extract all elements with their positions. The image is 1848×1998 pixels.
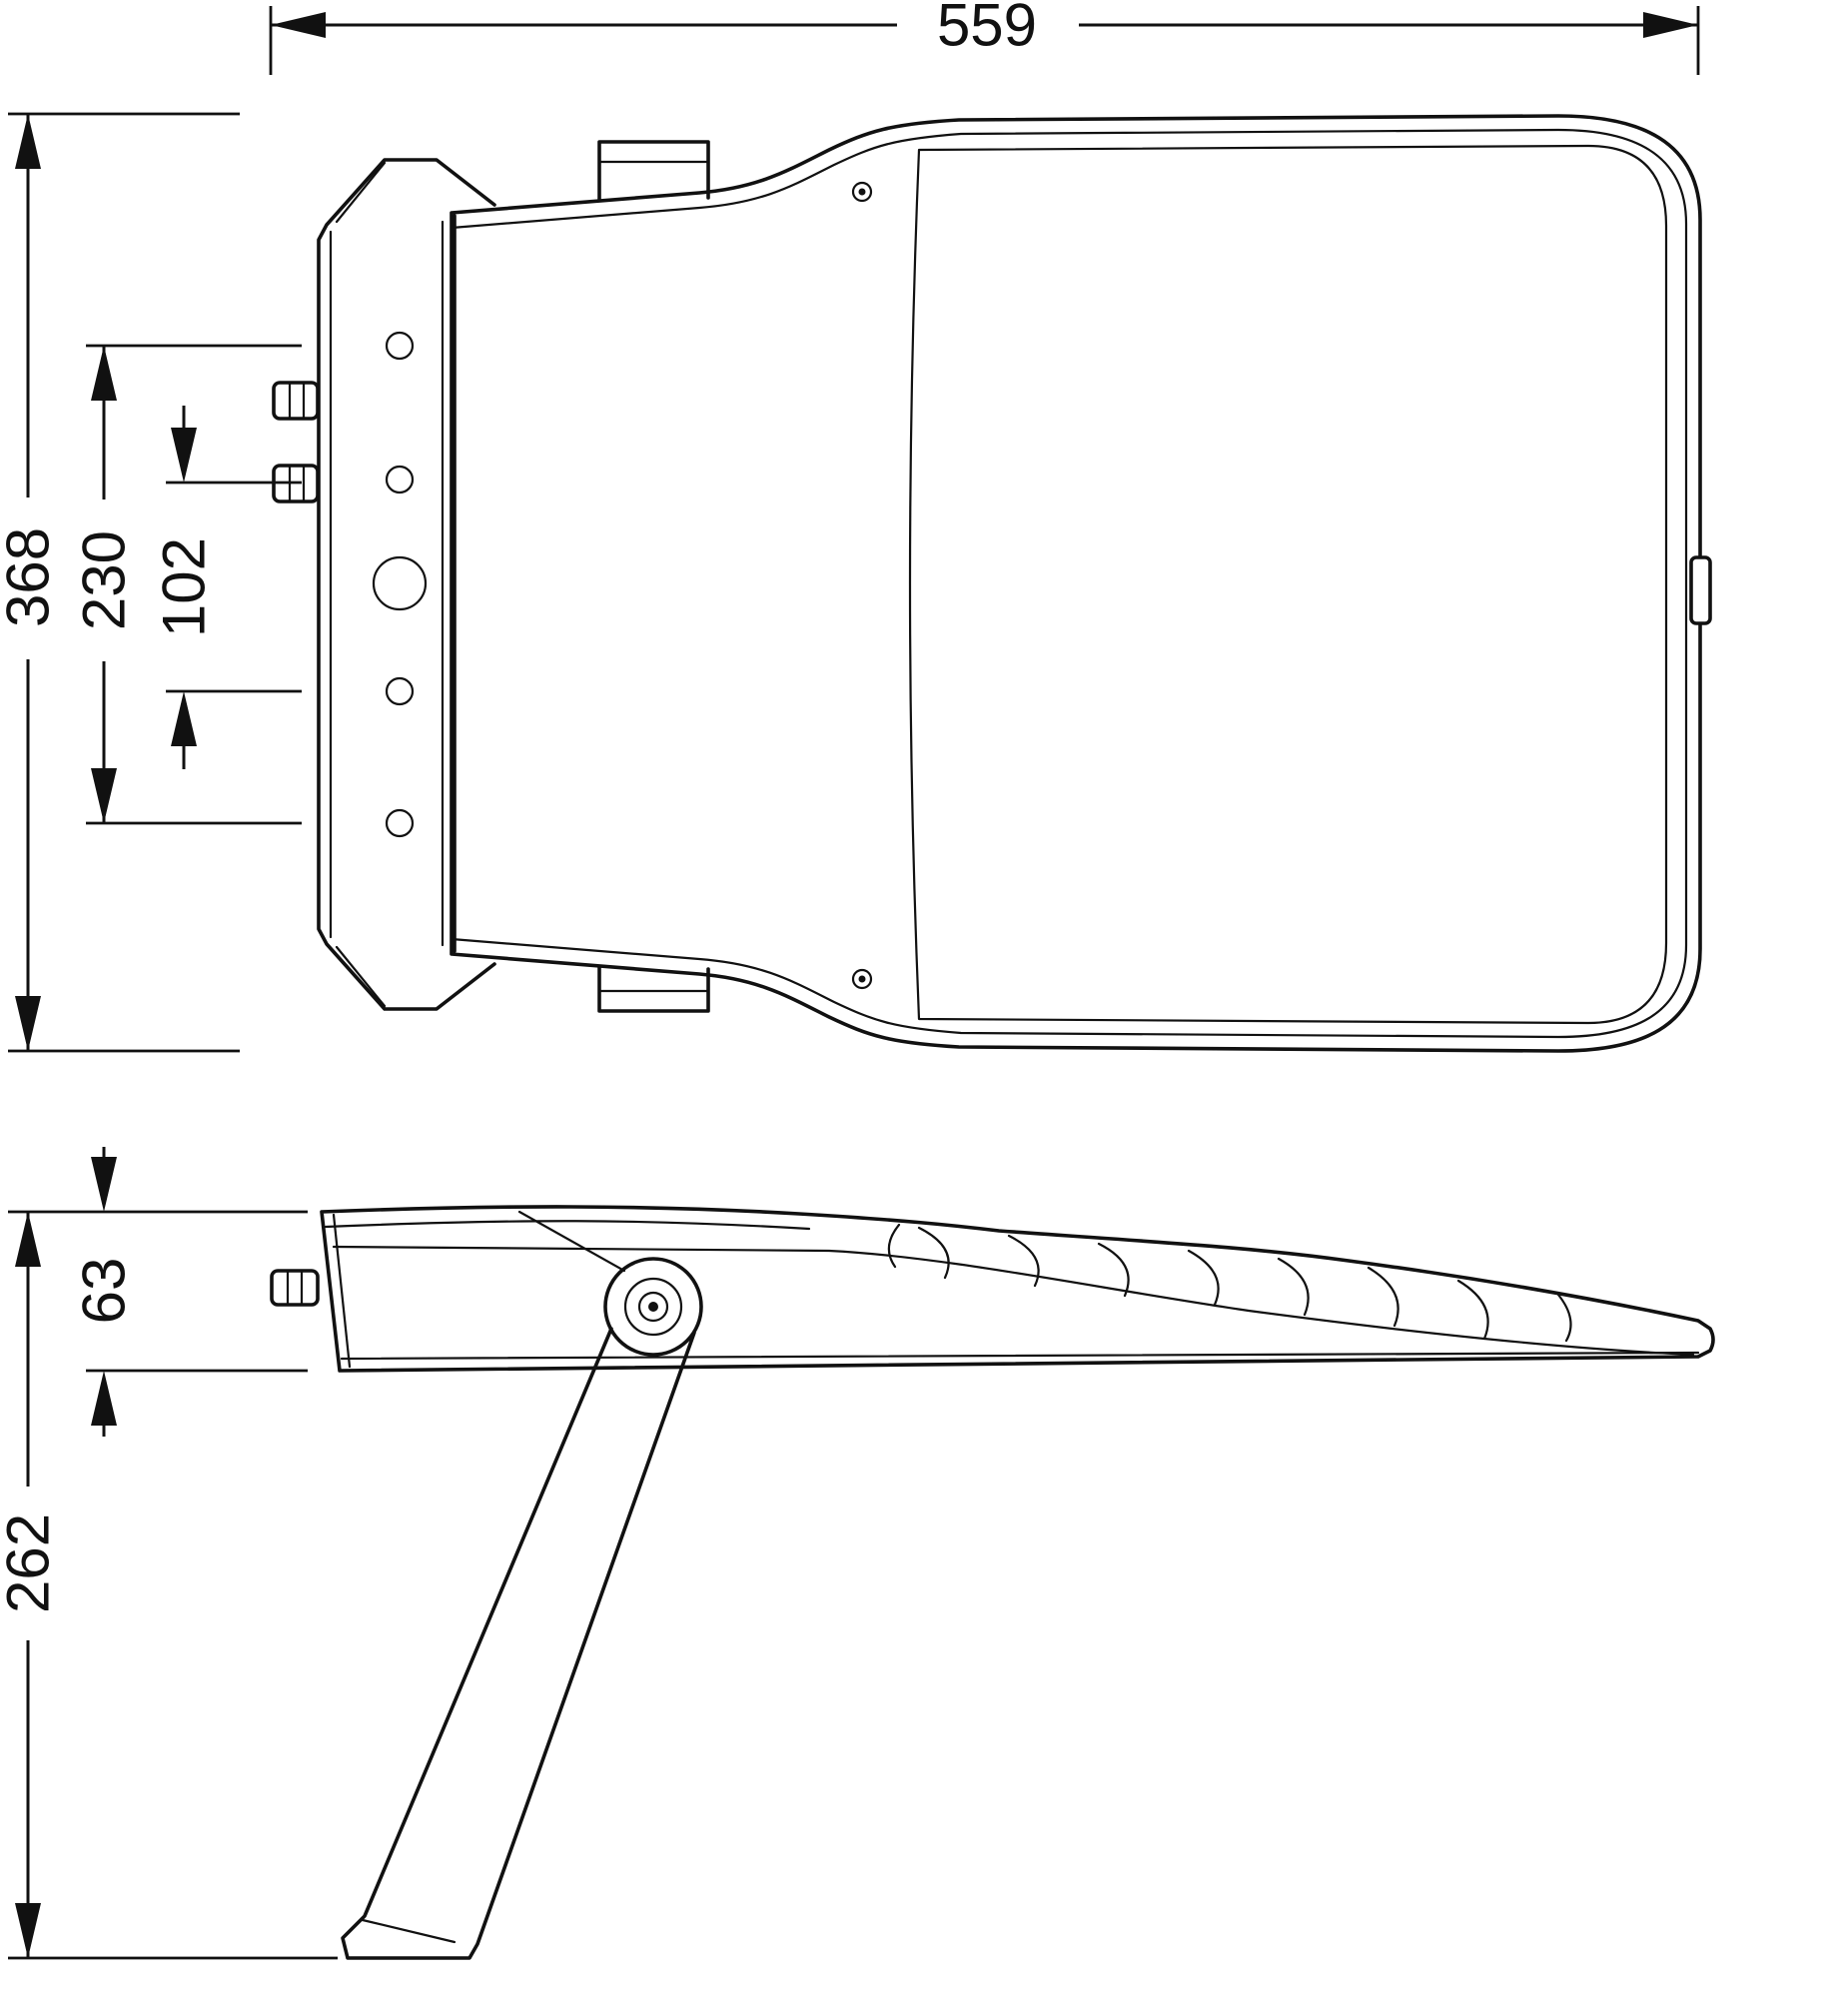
dim-label-width: 559 — [937, 0, 1037, 59]
lens-rib — [917, 1226, 950, 1280]
lens-rib — [1007, 1234, 1040, 1288]
arrowhead-top — [91, 1157, 117, 1212]
arrowhead-left — [271, 12, 326, 38]
extension-line — [86, 344, 302, 825]
pivot-inner — [637, 1291, 669, 1323]
dim-depth-368: 368 — [0, 112, 240, 1053]
lens-rib — [1097, 1242, 1130, 1298]
extension-line — [8, 1210, 338, 1960]
center-hole — [372, 555, 428, 611]
bracket-chamfer-bottom — [335, 945, 387, 1008]
lens-panel — [908, 144, 1668, 1025]
extension-line — [8, 112, 240, 1053]
arrowhead-bottom — [15, 1903, 41, 1958]
dim-label-height: 262 — [0, 1513, 62, 1613]
stand-foot-chamfer — [361, 1918, 457, 1944]
side-left-inner — [332, 1213, 352, 1369]
stand-leg — [341, 1327, 696, 1960]
dim-label-thickness: 63 — [71, 1258, 138, 1325]
pivot-outer — [603, 1257, 703, 1357]
arrowhead-top — [15, 1212, 41, 1267]
housing-inner-edge — [450, 128, 1688, 1039]
lens-rib — [1367, 1266, 1399, 1328]
lens-band-right — [1556, 1293, 1572, 1343]
dim-height-262: 262 — [0, 1210, 338, 1960]
bracket-arm-edge — [517, 1210, 626, 1273]
arrowhead-top — [15, 114, 41, 169]
cable-gland-side — [270, 1269, 320, 1307]
lens-rib — [1456, 1279, 1489, 1341]
arrowhead-right — [1643, 12, 1698, 38]
screw-bottom — [851, 968, 873, 990]
bracket-outline — [317, 158, 496, 1011]
bracket-chamfer-top — [335, 161, 387, 224]
side-bottom-inner — [340, 1351, 1700, 1361]
dim-label-hole-span: 230 — [71, 530, 138, 630]
dim-label-hole-pitch: 102 — [151, 537, 218, 637]
screw-bottom-dot — [858, 975, 866, 983]
arrowhead-bottom — [91, 768, 117, 823]
latch — [1689, 555, 1712, 625]
dim-hole-span-230: 230 — [71, 344, 302, 825]
cable-gland — [272, 381, 320, 421]
mounting-hole — [385, 808, 415, 838]
pivot-center-dot — [648, 1302, 658, 1312]
mounting-hole — [385, 331, 415, 361]
arrowhead-bottom — [91, 1371, 117, 1426]
dim-hole-pitch-102: 102 — [151, 406, 302, 769]
arrowhead-bottom — [171, 691, 197, 746]
lens-rib — [1187, 1249, 1220, 1307]
side-body-outline — [320, 1205, 1715, 1373]
side-view — [270, 1205, 1715, 1960]
mounting-hole — [385, 676, 415, 706]
housing-outline — [450, 114, 1702, 1053]
arrowhead-top — [171, 428, 197, 483]
lens-seam — [332, 1245, 1695, 1357]
arrowhead-bottom — [15, 996, 41, 1051]
screw-top — [851, 181, 873, 203]
lens-rib — [1277, 1257, 1310, 1317]
extension-line — [269, 6, 1700, 75]
pivot-ring — [623, 1277, 683, 1337]
screw-top-dot — [858, 188, 866, 196]
dim-label-depth: 368 — [0, 527, 62, 627]
extension-line — [166, 481, 302, 693]
dim-width-559: 559 — [269, 0, 1700, 75]
lens-band-left — [887, 1223, 901, 1269]
mounting-hole — [385, 465, 415, 495]
side-top-inner — [324, 1220, 811, 1231]
arrowhead-top — [91, 346, 117, 401]
dim-thickness-63: 63 — [71, 1147, 308, 1437]
top-tab — [597, 140, 710, 202]
top-view — [272, 114, 1712, 1053]
